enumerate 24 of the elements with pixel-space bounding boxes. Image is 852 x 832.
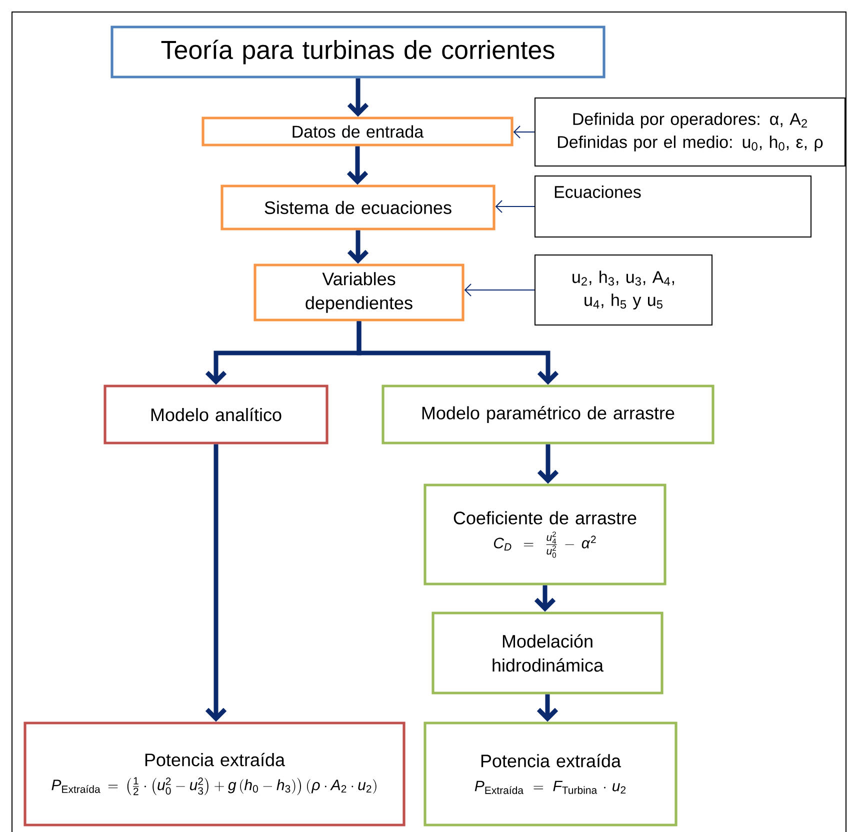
arrow [347,78,369,117]
arrow [495,200,535,213]
arrow [346,146,368,185]
arrow [356,321,559,385]
note-box: Definida por operadores: α, A$_{2}$ Definidas por el medio: u$_{0}$, h$_{0}$, ε, ρ [534,98,846,166]
note-box: Ecuaciones [534,176,812,238]
process-box: Sistema de ecuaciones [220,184,496,230]
arrow [537,444,559,484]
model-box: Modelo paramétrico de arrastre [382,384,714,444]
arrow [347,230,369,264]
arrow [513,126,535,138]
title-box: Teoría para turbinas de corrientes [110,26,606,78]
result-box: Potencia extraída $P_{\text{Extraída}} = F_{\text{Turbina}}\cdot u_{2}$ [424,722,678,826]
model-box: Modelo analítico [104,384,328,444]
process-box: Variables dependientes [254,264,464,322]
result-box: Potencia extraída $P_{\text{Extraída}} = \left(\frac{1}{2}\cdot\left(u_{0}^{2} - u_{3}^{2}\right) + g\left(h_{0} - h_{3}\right)\right)\left(\rho\cdot A_{2}\cdot u_{2}\right)$ [24,722,406,826]
arrow [536,694,558,722]
arrow [464,284,535,296]
note-box: u$_{2}$, h$_{3}$, u$_{3}$, A$_{4}$, u$_{4}$, h$_{5}$ y u$_{5}$ [534,254,712,326]
process-box: Modelación hidrodinámica [432,612,664,694]
process-box: Coeficiente de arrastre $C_{D} = \frac{u_{4}^{2}}{u_{0}^{2}} - \alpha^{2}$ [424,484,666,586]
arrow [205,444,227,722]
arrow [534,585,556,612]
process-box: Datos de entrada [202,116,514,146]
